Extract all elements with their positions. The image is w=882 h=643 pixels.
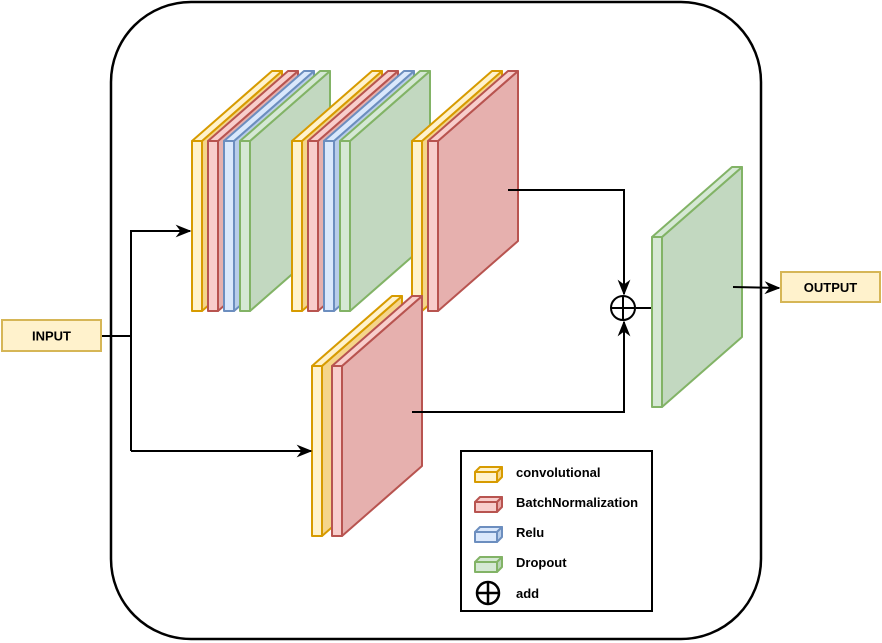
input-label: INPUT (32, 329, 71, 344)
block-3 (411, 70, 519, 312)
block-2-dropout-layer (339, 70, 431, 312)
cube-front (474, 471, 498, 483)
legend: convolutionalBatchNormalizationReluDropo… (460, 450, 653, 612)
dropout-to-output-arrow (732, 281, 781, 295)
legend-label: BatchNormalization (516, 495, 638, 510)
shortcut-to-add-arrow (412, 320, 631, 413)
cube-front (474, 501, 498, 513)
dropout-front-face (651, 236, 663, 408)
legend-cube-icon (474, 556, 503, 573)
output-node: OUTPUT (780, 271, 881, 303)
bn-front-face (427, 140, 439, 312)
legend-label: convolutional (516, 465, 601, 480)
conv-front-face (191, 140, 203, 312)
legend-item: Relu (474, 525, 544, 543)
legend-label-add: add (516, 586, 539, 601)
relu-front-face (323, 140, 335, 312)
shortcut-block-bn-layer (331, 295, 423, 537)
legend-cube-icon (474, 466, 503, 483)
bn-front-face (207, 140, 219, 312)
legend-add-icon (475, 580, 501, 606)
cube-front (474, 531, 498, 543)
legend-label: Relu (516, 525, 544, 540)
shortcut-block (311, 295, 423, 537)
add-operator-icon (610, 295, 636, 321)
legend-cube-icon (474, 526, 503, 543)
layer-slabs (191, 70, 743, 537)
legend-item: Dropout (474, 555, 567, 573)
connections (101, 189, 781, 458)
dropout-front-face (339, 140, 351, 312)
legend-item: BatchNormalization (474, 495, 638, 513)
cube-side (496, 466, 503, 483)
relu-front-face (223, 140, 235, 312)
block-3-bn-layer (427, 70, 519, 312)
conv-front-face (291, 140, 303, 312)
legend-item: convolutional (474, 465, 601, 483)
input-node: INPUT (1, 319, 102, 352)
legend-label: Dropout (516, 555, 567, 570)
cube-side (496, 496, 503, 513)
output-label: OUTPUT (804, 280, 858, 295)
bn-front-face (331, 365, 343, 537)
conv-front-face (311, 365, 323, 537)
output-block-dropout-layer (651, 166, 743, 408)
legend-cube-icon (474, 496, 503, 513)
bn-front-face (307, 140, 319, 312)
block-2 (291, 70, 431, 312)
cube-front (474, 561, 498, 573)
cube-side (496, 556, 503, 573)
dropout-front-face (239, 140, 251, 312)
cube-side (496, 526, 503, 543)
output-block (651, 166, 743, 408)
conv-front-face (411, 140, 423, 312)
main-branch-to-add-arrow (508, 189, 631, 296)
